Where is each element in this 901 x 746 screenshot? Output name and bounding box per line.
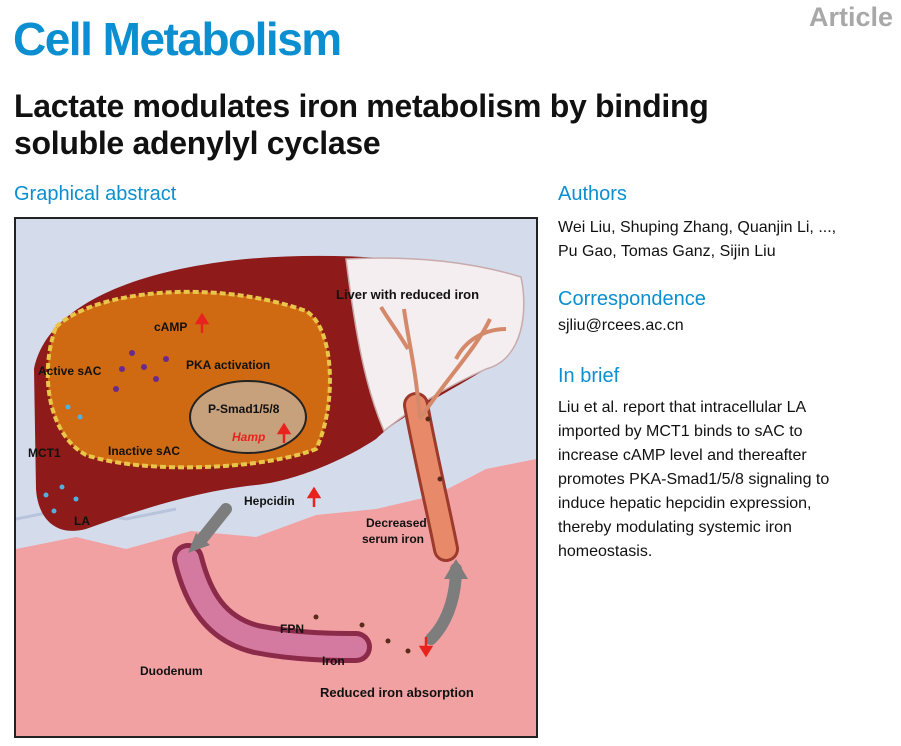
in-brief-line: Liu et al. report that intracellular LA xyxy=(558,399,807,416)
down-arrow-icon xyxy=(418,637,434,658)
duodenum-label: Duodenum xyxy=(140,664,203,678)
psmad-label: P-Smad1/5/8 xyxy=(208,402,280,416)
in-brief-heading: In brief xyxy=(558,365,620,387)
liver-label: Liver with reduced iron xyxy=(336,287,479,302)
title-line-1: Lactate modulates iron metabolism by bin… xyxy=(14,88,709,124)
active-sac-label: Active sAC xyxy=(38,364,102,378)
iron-label: Iron xyxy=(322,654,345,668)
liver-reduced-iron-region xyxy=(345,257,525,433)
title-line-2: soluble adenylyl cyclase xyxy=(14,125,381,161)
correspondence-email[interactable]: sjliu@rcees.ac.cn xyxy=(558,317,684,334)
nucleus xyxy=(189,380,307,454)
mct1-label: MCT1 xyxy=(28,446,61,460)
hamp-label: Hamp xyxy=(232,430,265,444)
in-brief-line: imported by MCT1 binds to sAC to xyxy=(558,423,803,440)
authors-heading: Authors xyxy=(558,183,627,205)
pka-label: PKA activation xyxy=(186,358,270,372)
graphical-abstract-figure: Liver with reduced iron cAMP PKA activat… xyxy=(14,217,538,738)
authors-line-2: Pu Gao, Tomas Ganz, Sijin Liu xyxy=(558,243,776,260)
la-label: LA xyxy=(74,514,90,528)
authors-list: Wei Liu, Shuping Zhang, Quanjin Li, ...,… xyxy=(558,216,836,264)
fpn-label: FPN xyxy=(280,622,304,636)
in-brief-line: induce hepatic hepcidin expression, xyxy=(558,495,812,512)
inactive-sac-label: Inactive sAC xyxy=(108,444,180,458)
correspondence-heading: Correspondence xyxy=(558,288,706,310)
serum-line-2: serum iron xyxy=(362,532,424,546)
authors-line-1: Wei Liu, Shuping Zhang, Quanjin Li, ..., xyxy=(558,219,837,236)
in-brief-text: Liu et al. report that intracellular LA … xyxy=(558,396,829,564)
up-arrow-icon xyxy=(194,312,322,507)
journal-name: Cell Metabolism xyxy=(13,13,342,65)
graphical-abstract-heading: Graphical abstract xyxy=(14,183,177,205)
hepcidin-arrow xyxy=(196,503,232,545)
absorption-label: Reduced iron absorption xyxy=(320,685,474,700)
in-brief-line: thereby modulating systemic iron xyxy=(558,519,792,536)
serum-line-1: Decreased xyxy=(366,516,427,530)
paper-title: Lactate modulates iron metabolism by bin… xyxy=(14,88,874,162)
in-brief-line: increase cAMP level and thereafter xyxy=(558,447,807,464)
lower-tissue xyxy=(16,459,536,736)
camp-label: cAMP xyxy=(154,320,187,334)
in-brief-line: promotes PKA-Smad1/5/8 signaling to xyxy=(558,471,830,488)
in-brief-line: homeostasis. xyxy=(558,543,653,560)
article-type-label: Article xyxy=(808,2,893,32)
hepcidin-label: Hepcidin xyxy=(244,494,295,508)
